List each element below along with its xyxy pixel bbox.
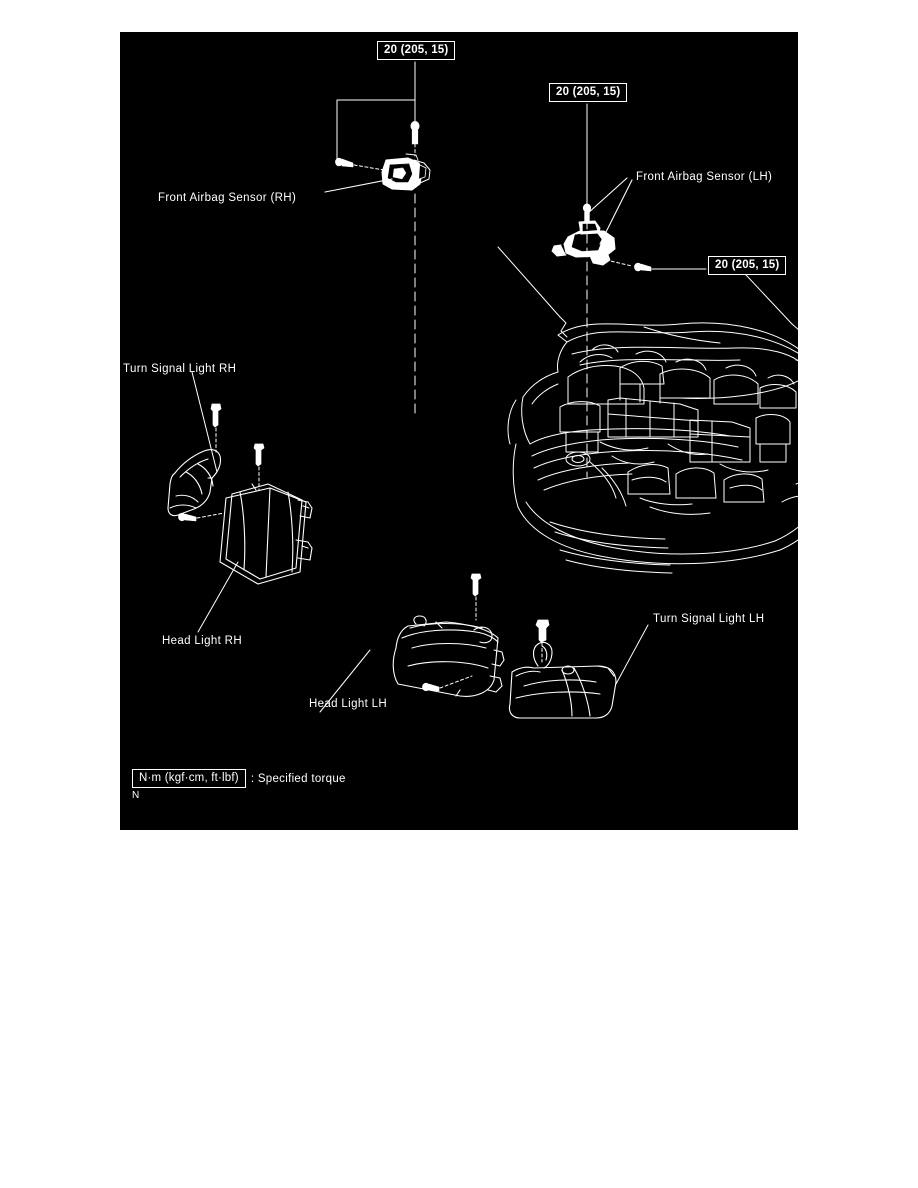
label-head-light-lh: Head Light LH [309, 698, 388, 710]
bolt-rh-sensor-top [410, 121, 420, 157]
head-light-lh-part [392, 615, 505, 697]
bolt-head-light-rh-top [253, 443, 265, 491]
bolt-head-light-lh-side [422, 675, 473, 692]
bolt-rh-sensor-side [335, 157, 385, 171]
component-diagram-artwork [167, 61, 798, 719]
front-airbag-sensor-lh-part [551, 220, 616, 266]
leader-label-head-light-lh [319, 649, 371, 713]
legend: N·m (kgf·cm, ft·lbf) : Specified torque [132, 769, 346, 788]
leader-label-turn-signal-rh [191, 371, 218, 473]
label-turn-signal-light-lh: Turn Signal Light LH [653, 613, 765, 625]
bolt-head-light-rh-side [178, 512, 225, 522]
leader-label-rh-sensor [324, 178, 393, 193]
label-turn-signal-light-rh: Turn Signal Light RH [123, 363, 237, 375]
label-front-airbag-sensor-rh: Front Airbag Sensor (RH) [158, 192, 297, 204]
torque-callout-lh-sensor-top: 20 (205, 15) [549, 83, 628, 102]
figure-corner-mark: N [132, 790, 140, 801]
vehicle-front-illustration [497, 246, 798, 574]
torque-callout-lh-sensor-side: 20 (205, 15) [708, 256, 787, 275]
label-head-light-rh: Head Light RH [162, 635, 242, 647]
label-front-airbag-sensor-lh: Front Airbag Sensor (LH) [636, 171, 773, 183]
torque-callout-rh-sensor-top: 20 (205, 15) [377, 41, 456, 60]
leader-label-turn-signal-lh [615, 624, 649, 685]
bolt-head-light-lh-top [470, 573, 482, 621]
figure-panel: 20 (205, 15) 20 (205, 15) 20 (205, 15) F… [120, 32, 798, 830]
legend-unit-box: N·m (kgf·cm, ft·lbf) [132, 769, 246, 788]
leader-bracket-rh [336, 99, 416, 161]
turn-signal-light-lh-part [508, 641, 617, 719]
head-light-rh-part [219, 483, 313, 585]
legend-description: : Specified torque [250, 772, 346, 785]
leader-label-head-light-rh [197, 561, 239, 633]
bolt-turn-signal-rh [210, 403, 222, 453]
turn-signal-light-rh-part [167, 449, 222, 517]
bolt-lh-sensor-side [605, 259, 707, 272]
leader-label-lh-sensor [586, 177, 633, 245]
front-airbag-sensor-rh-part [381, 153, 431, 191]
